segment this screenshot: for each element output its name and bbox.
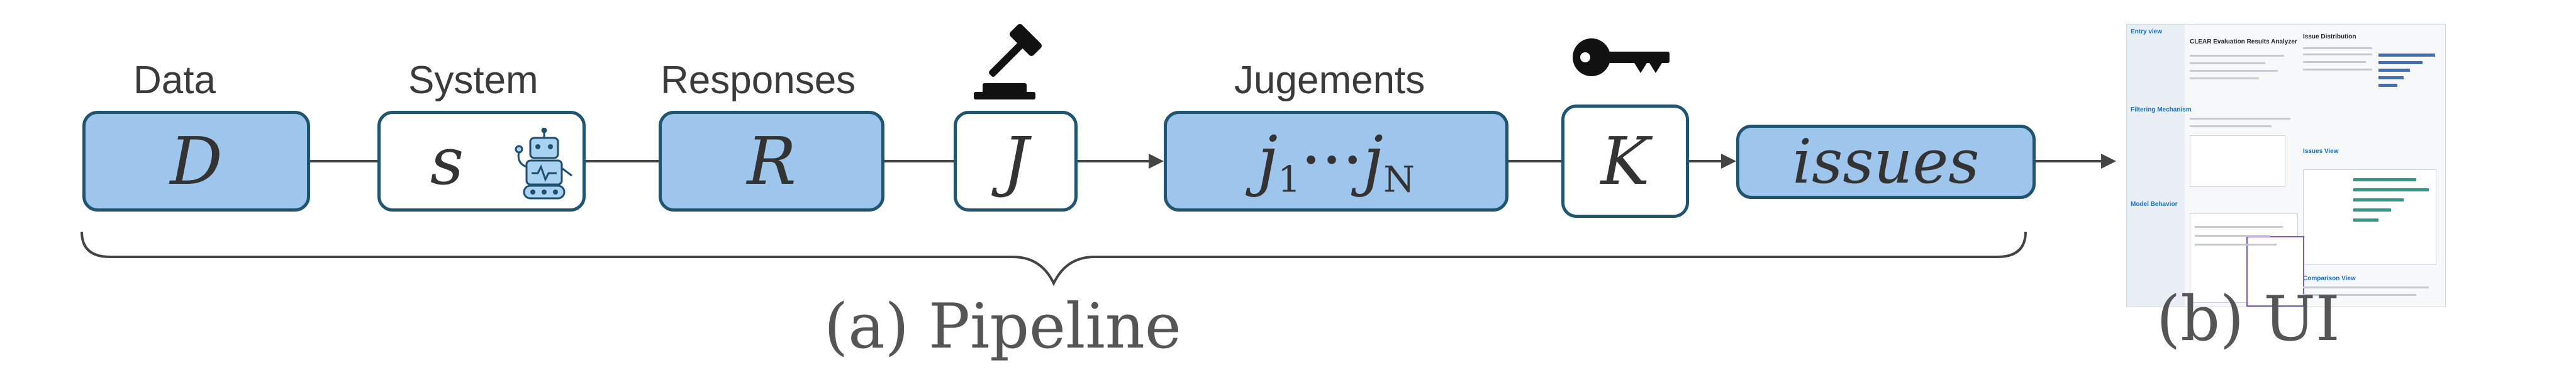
subscript-last: N	[1383, 159, 1415, 201]
ui-thumb-line	[2190, 55, 2284, 57]
symbol-issues: issues	[1792, 127, 1980, 197]
caption-ui: (b) UI	[2156, 283, 2340, 355]
ui-thumb-model-behavior: Model Behavior	[2131, 201, 2178, 208]
ui-thumb-entry-view: Entry view	[2131, 28, 2163, 35]
robot-icon	[515, 128, 572, 200]
ui-thumb-issue-distribution: Issue Distribution	[2303, 33, 2356, 40]
ui-thumb-line	[2303, 61, 2366, 63]
ui-thumb-bar	[2353, 198, 2404, 201]
ui-thumb-bar	[2353, 188, 2429, 191]
ui-thumb-bar	[2353, 178, 2416, 181]
ui-thumb-bar	[2353, 218, 2378, 222]
node-responses: R	[659, 111, 884, 212]
node-issues: issues	[1736, 125, 2036, 199]
ui-thumb-sidebar	[2127, 25, 2185, 307]
ui-screenshot-thumbnail: Entry view Filtering Mechanism Model Beh…	[2126, 24, 2446, 307]
subscript-first: 1	[1278, 159, 1301, 201]
label-responses: Responses	[661, 59, 856, 102]
symbol-j-first: j	[1257, 122, 1278, 199]
ui-thumb-line	[2195, 244, 2277, 246]
key-icon	[1573, 38, 1670, 76]
caption-pipeline: (a) Pipeline	[824, 291, 1181, 363]
ui-thumb-title: CLEAR Evaluation Results Analyzer	[2190, 38, 2297, 45]
ui-thumb-bar	[2378, 69, 2410, 72]
ui-thumb-line	[2303, 294, 2416, 296]
label-system: System	[408, 59, 538, 102]
ui-thumb-line	[2303, 286, 2429, 288]
symbol-r: R	[747, 123, 796, 200]
ui-thumb-bar	[2378, 76, 2404, 79]
label-judgements: Jugements	[1234, 59, 1425, 102]
symbol-dots: ···	[1300, 122, 1363, 199]
ui-thumb-line	[2190, 125, 2272, 127]
ui-thumb-line	[2303, 54, 2372, 55]
ui-thumb-line	[2195, 226, 2283, 228]
label-data: Data	[133, 59, 216, 102]
ui-thumb-highlight-box	[2246, 236, 2304, 307]
node-key: K	[1561, 105, 1689, 218]
ui-thumb-line	[2190, 70, 2278, 72]
ui-thumb-bar	[2378, 84, 2397, 87]
gavel-icon	[974, 23, 1042, 99]
ui-thumb-bar	[2353, 208, 2391, 212]
symbol-k: K	[1600, 123, 1650, 200]
symbol-d: D	[170, 123, 223, 200]
symbol-j-range: j1···jN	[1257, 122, 1415, 200]
ui-thumb-bar	[2378, 54, 2435, 57]
ui-thumb-line	[2303, 69, 2372, 71]
node-judgements: j1···jN	[1164, 111, 1508, 212]
ui-thumb-line	[2303, 47, 2372, 49]
ui-thumb-comparison-view: Comparison View	[2303, 275, 2356, 282]
node-judge: J	[954, 111, 1078, 212]
ui-thumb-issues-chart	[2303, 169, 2436, 265]
ui-thumb-filtering: Filtering Mechanism	[2131, 106, 2192, 113]
symbol-s: s	[430, 123, 464, 200]
ui-thumb-line	[2190, 62, 2265, 64]
symbol-j-last: j	[1363, 122, 1384, 199]
arrowhead-judgements	[1149, 154, 1164, 169]
ui-thumb-line	[2195, 235, 2270, 237]
ui-thumb-issues-view: Issues View	[2303, 148, 2339, 155]
ui-thumb-line	[2190, 77, 2259, 79]
arrowhead-ui	[2101, 154, 2116, 169]
node-system: s	[377, 111, 586, 212]
ui-thumb-line	[2190, 118, 2290, 120]
ui-thumb-filter-panel	[2190, 135, 2285, 187]
arrowhead-issues	[1721, 154, 1736, 169]
symbol-j: J	[1002, 123, 1029, 200]
ui-thumb-bar	[2378, 61, 2423, 64]
node-data: D	[82, 111, 310, 212]
pipeline-brace	[81, 231, 2027, 286]
